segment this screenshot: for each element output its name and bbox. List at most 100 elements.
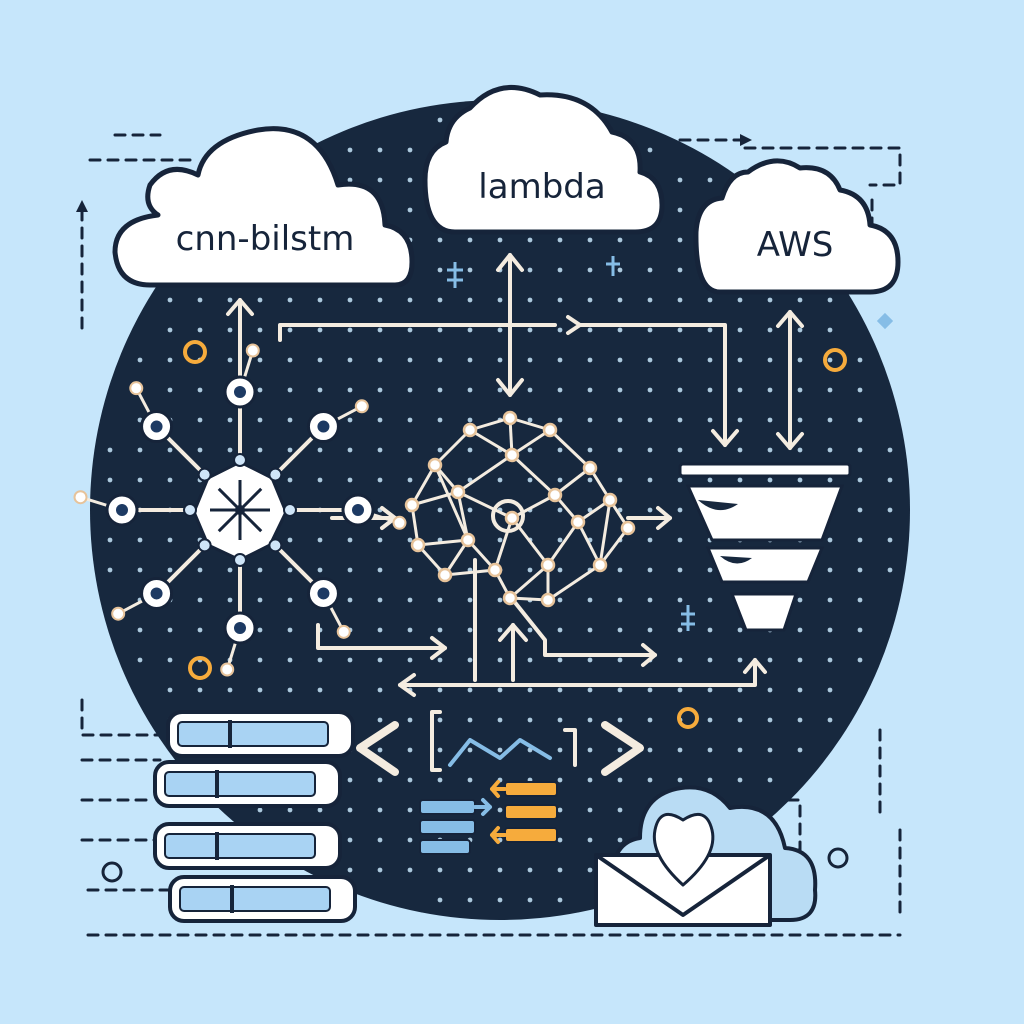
grid-dot <box>317 297 323 303</box>
nn-edge <box>410 464 437 506</box>
grid-dot <box>797 717 803 723</box>
grid-dot <box>287 537 293 543</box>
grid-dot <box>377 387 383 393</box>
nn-hub-ring <box>491 499 525 533</box>
grid-dot <box>257 627 263 633</box>
grid-dot <box>797 327 803 333</box>
grid-dot <box>377 597 383 603</box>
nn-node <box>462 422 478 438</box>
decor-pins <box>101 847 849 883</box>
grid-dot <box>287 807 293 813</box>
grid-dot <box>137 447 143 453</box>
grid-dot <box>527 387 533 393</box>
grid-dot <box>347 387 353 393</box>
grid-dot <box>107 447 113 453</box>
hub-inner-node <box>233 553 247 567</box>
hub-inner-node <box>197 538 212 553</box>
grid-dot <box>647 327 653 333</box>
grid-dot <box>497 537 503 543</box>
grid-dot <box>707 357 713 363</box>
grid-dot <box>167 327 173 333</box>
transfer-bar-blue <box>419 839 471 855</box>
grid-dot <box>227 687 233 693</box>
grid-dot <box>377 537 383 543</box>
hub-inner-node <box>268 538 283 553</box>
grid-dot <box>287 447 293 453</box>
grid-dot <box>707 747 713 753</box>
funnel-icon <box>678 462 852 632</box>
grid-dot <box>407 597 413 603</box>
grid-dot <box>797 447 803 453</box>
grid-dot <box>257 447 263 453</box>
grid-dot <box>587 837 593 843</box>
server-divider <box>228 720 232 748</box>
up-tip-icon <box>76 200 88 212</box>
grid-dot <box>737 687 743 693</box>
grid-dot <box>797 687 803 693</box>
grid-dot <box>377 147 383 153</box>
grid-dot <box>647 687 653 693</box>
grid-dot <box>887 537 893 543</box>
grid-dot <box>767 687 773 693</box>
heart-shape <box>652 812 715 887</box>
grid-dot <box>587 387 593 393</box>
grid-dot <box>437 627 443 633</box>
grid-dot <box>827 687 833 693</box>
grid-dot <box>887 477 893 483</box>
grid-dot <box>857 387 863 393</box>
nn-node <box>620 520 636 536</box>
grid-dot <box>407 807 413 813</box>
grid-dot <box>407 447 413 453</box>
grid-dot <box>707 177 713 183</box>
grid-dot <box>107 567 113 573</box>
grid-dot <box>557 897 563 903</box>
grid-dot <box>467 627 473 633</box>
grid-dot <box>797 597 803 603</box>
grid-dot <box>287 387 293 393</box>
grid-dot <box>827 387 833 393</box>
grid-dot <box>347 807 353 813</box>
hub-leaf <box>245 343 260 358</box>
hub-node-core <box>317 420 330 433</box>
grid-dot <box>347 147 353 153</box>
nn-node <box>592 557 608 573</box>
grid-dot <box>737 417 743 423</box>
grid-dot <box>677 507 683 513</box>
grid-dot <box>827 357 833 363</box>
grid-dot <box>467 747 473 753</box>
grid-dot <box>587 867 593 873</box>
grid-dot <box>587 327 593 333</box>
grid-dot <box>797 747 803 753</box>
grid-dot <box>707 567 713 573</box>
grid-dot <box>497 387 503 393</box>
envelope-body <box>594 853 772 927</box>
nn-node <box>547 487 563 503</box>
nn-edge <box>598 527 630 566</box>
nn-edge <box>576 521 602 566</box>
grid-dot <box>167 297 173 303</box>
grid-dot <box>647 507 653 513</box>
grid-dot <box>437 657 443 663</box>
grid-dot <box>707 447 713 453</box>
grid-dot <box>197 447 203 453</box>
grid-dot <box>377 417 383 423</box>
grid-dot <box>467 387 473 393</box>
grid-dot <box>347 567 353 573</box>
grid-dot <box>827 657 833 663</box>
grid-dot <box>707 717 713 723</box>
grid-dot <box>527 657 533 663</box>
grid-dot <box>437 357 443 363</box>
grid-dot <box>287 627 293 633</box>
grid-dot <box>347 777 353 783</box>
grid-dot <box>587 777 593 783</box>
grid-dot <box>347 447 353 453</box>
grid-dot <box>557 627 563 633</box>
transfer-bar-blue <box>419 799 476 815</box>
grid-dot <box>857 477 863 483</box>
grid-dot <box>497 717 503 723</box>
grid-dot <box>137 357 143 363</box>
hub-network-icon <box>73 343 407 677</box>
grid-dot <box>527 687 533 693</box>
grid-dot <box>467 897 473 903</box>
grid-dot <box>467 417 473 423</box>
